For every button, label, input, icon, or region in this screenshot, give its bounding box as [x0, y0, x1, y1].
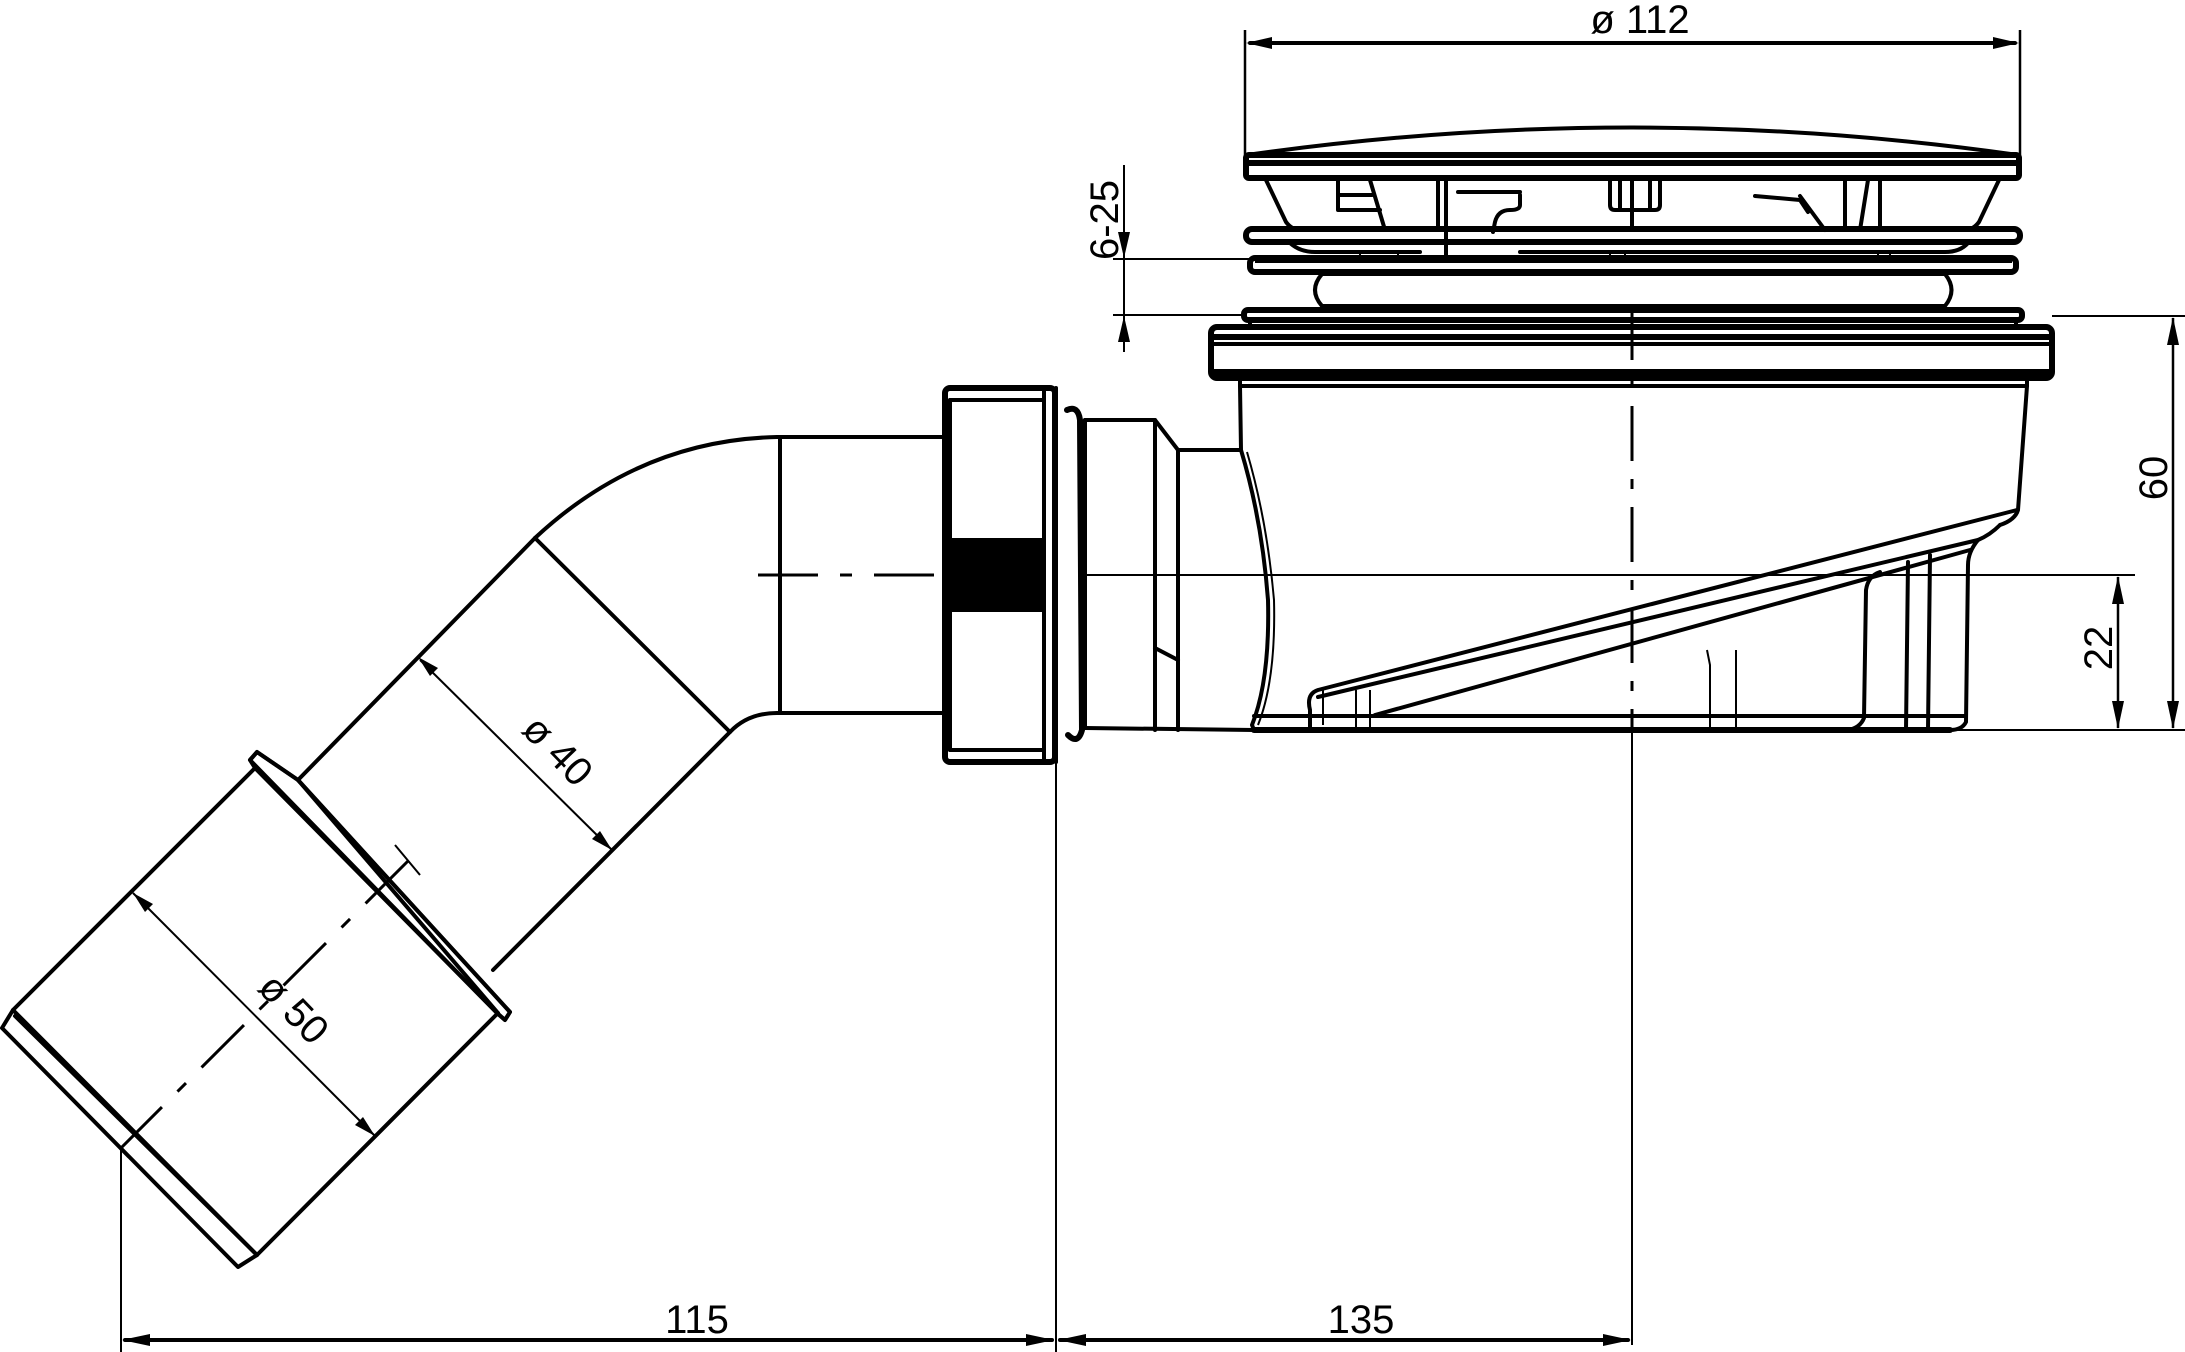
pipe-40-label: ø 40 [514, 707, 601, 795]
dimension-total-height: 60 [1950, 315, 2185, 731]
dimension-pipe-50: ø 50 [132, 892, 376, 1137]
height-adjust-label: 6-25 [1083, 180, 1127, 260]
dimension-horizontal: 115 135 [120, 762, 1631, 1352]
centerlines [105, 305, 2135, 1345]
total-height-label: 60 [2132, 456, 2176, 501]
dimension-pipe-40: ø 40 [418, 657, 613, 851]
cover-diameter-label: ø 112 [1590, 0, 1689, 42]
dimension-height-adjust: 6-25 [1083, 165, 1250, 352]
outlet-adapter [0, 750, 512, 1269]
elbow-pipe [296, 435, 947, 972]
outlet-spigot [1064, 405, 1256, 742]
center-offset-label: 135 [1328, 1298, 1395, 1342]
pipe-50-label: ø 50 [250, 965, 337, 1053]
union-nut [942, 385, 1058, 765]
grate-cover [1243, 125, 2023, 260]
dimension-outlet-height: 22 [2077, 576, 2124, 729]
dimension-cover-diameter: ø 112 [1243, 0, 2022, 175]
outlet-height-label: 22 [2077, 626, 2121, 671]
outlet-offset-label: 115 [665, 1298, 729, 1342]
